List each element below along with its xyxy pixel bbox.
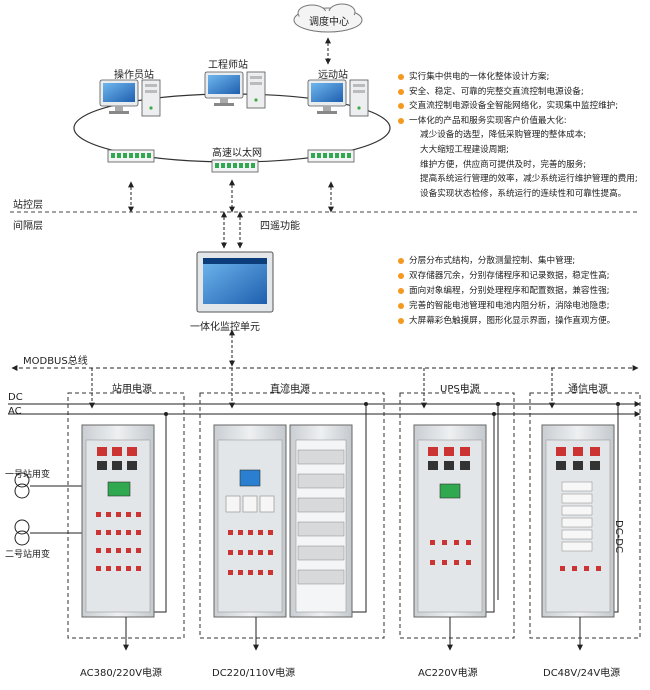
feature-top-subitem: 维护方便，供应商可提供及时，完善的服务; bbox=[420, 159, 587, 170]
dcdc-label: DC-DC bbox=[613, 520, 624, 553]
feature-top-subitem: 减少设备的选型，降低采购管理的整体成本; bbox=[420, 130, 587, 141]
engineer-station-label: 工程师站 bbox=[208, 60, 248, 71]
dc-label: DC bbox=[8, 392, 23, 403]
transformer-1-label: 一号站用变 bbox=[5, 470, 51, 480]
features-top-list: 实行集中供电的一体化整体设计方案; 安全、稳定、可靠的完整交直流控制电源设备; … bbox=[398, 70, 638, 201]
section-box-comm bbox=[529, 392, 641, 639]
transformer-2-label: 二号站用变 bbox=[5, 550, 51, 560]
feature-top-subitem: 提高系统运行管理的效率，减少系统运行维护管理的费用; bbox=[420, 174, 638, 185]
feature-top-item: 一体化的产品和服务实现客户价值最大化: bbox=[398, 114, 638, 129]
remote-station-label: 远动站 bbox=[318, 70, 348, 81]
ups-cabinet-icon bbox=[413, 424, 487, 618]
section-title-comm: 通信电源 bbox=[568, 384, 608, 395]
output-station: AC380/220V电源 bbox=[80, 668, 163, 679]
feature-top-item: 安全、稳定、可靠的完整交直流控制电源设备; bbox=[398, 85, 638, 100]
feature-mid-item: 分层分布式结构，分散测量控制、集中管理; bbox=[398, 254, 615, 269]
feature-mid-item: 面向对象编程，分别处理程序和配置数据，兼容性强; bbox=[398, 284, 615, 299]
switch-right-icon bbox=[307, 149, 355, 163]
features-mid-list: 分层分布式结构，分散测量控制、集中管理; 双存储器冗余，分别存储程序和记录数据，… bbox=[398, 254, 615, 329]
dc-power-cabinet-icon bbox=[213, 424, 353, 618]
section-title-dc: 直流电源 bbox=[270, 384, 310, 395]
feature-mid-item: 双存储器冗余，分别存储程序和记录数据，稳定性高; bbox=[398, 269, 615, 284]
operator-station-label: 操作员站 bbox=[114, 70, 154, 81]
feature-top-item: 交直流控制电源设备全智能网络化，实现集中监控维护; bbox=[398, 99, 638, 114]
four-remote-label: 四遥功能 bbox=[260, 221, 300, 232]
remote-station-icon bbox=[307, 79, 369, 117]
monitor-unit-label: 一体化监控单元 bbox=[190, 322, 260, 333]
switch-center-icon bbox=[211, 159, 259, 173]
ac-label: AC bbox=[8, 406, 22, 417]
station-power-cabinet-icon bbox=[81, 424, 155, 618]
feature-mid-item: 完善的智能电池管理和电池内阻分析，消除电池隐患; bbox=[398, 299, 615, 314]
comm-power-cabinet-icon bbox=[541, 424, 615, 618]
operator-station-icon bbox=[99, 79, 161, 117]
ethernet-label: 高速以太网 bbox=[212, 148, 262, 159]
section-box-ups bbox=[399, 392, 515, 639]
transformer-2-icon bbox=[14, 519, 30, 546]
feature-mid-item: 大屏幕彩色触摸屏，图形化显示界面，操作直观方便。 bbox=[398, 314, 615, 329]
section-title-station: 站用电源 bbox=[112, 384, 152, 395]
output-comm: DC48V/24V电源 bbox=[543, 668, 621, 679]
modbus-label: MODBUS总线 bbox=[23, 356, 88, 367]
switch-left-icon bbox=[107, 149, 155, 163]
engineer-station-icon bbox=[204, 71, 266, 109]
section-box-station bbox=[67, 392, 185, 639]
section-title-ups: UPS电源 bbox=[440, 384, 480, 395]
output-ups: AC220V电源 bbox=[418, 668, 478, 679]
section-box-dc bbox=[199, 392, 385, 639]
monitor-unit-icon bbox=[196, 251, 274, 313]
station-layer-label: 站控层 bbox=[13, 200, 43, 211]
output-dc: DC220/110V电源 bbox=[212, 668, 296, 679]
feature-top-subitem: 设备实现状态检修，系统运行的连续性和可靠性提高。 bbox=[420, 188, 627, 199]
feature-top-item: 实行集中供电的一体化整体设计方案; bbox=[398, 70, 638, 85]
dispatch-cloud-icon bbox=[293, 3, 363, 33]
feature-top-subitem: 大大缩短工程建设周期; bbox=[420, 144, 509, 155]
dispatch-center-label: 调度中心 bbox=[309, 17, 349, 28]
transformer-1-icon bbox=[14, 472, 30, 499]
bay-layer-label: 间隔层 bbox=[13, 221, 43, 232]
